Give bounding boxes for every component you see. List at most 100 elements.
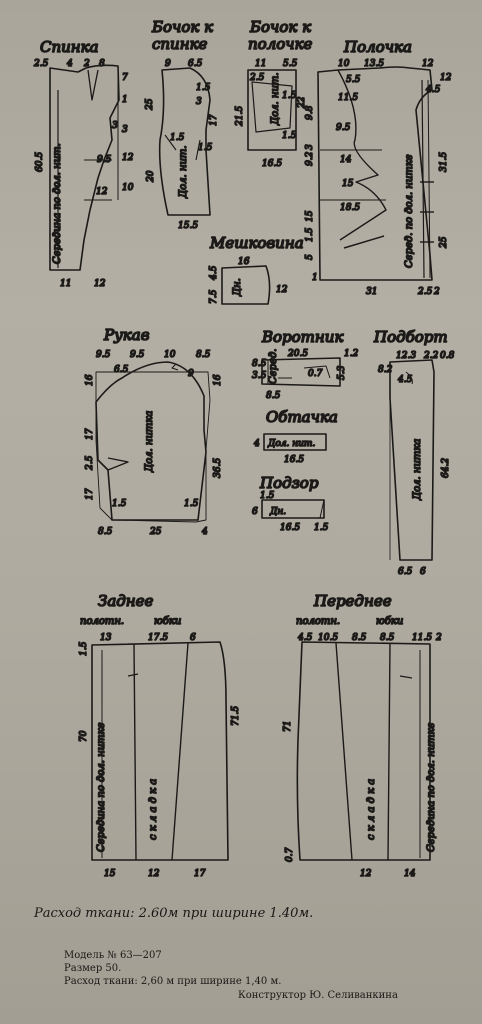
side-back-title-1: Бочок к bbox=[151, 18, 213, 36]
back-skirt-dim-1: 13 bbox=[100, 633, 112, 643]
back-skirt-dim-8: 12 bbox=[148, 869, 160, 879]
back-title: Спинка bbox=[40, 38, 99, 56]
binding-title: Обтачка bbox=[266, 408, 338, 426]
hem-dim-3: 16.5 bbox=[280, 523, 300, 533]
pocket-grain: Дн. bbox=[232, 278, 243, 297]
side-front-dim-2: 5.5 bbox=[283, 59, 298, 69]
sleeve-dim-13: 1.5 bbox=[112, 499, 127, 509]
binding-dim-1: 4 bbox=[253, 439, 260, 449]
collar-dim-4: 5.3 bbox=[337, 365, 347, 380]
side-front-dim-4: 2.5 bbox=[249, 73, 265, 83]
front-dim-21: 2 bbox=[433, 287, 440, 297]
front-piece bbox=[317, 66, 434, 281]
side-back-dim-6: 17 bbox=[209, 114, 219, 126]
front-dim-15: 1 bbox=[312, 273, 318, 283]
front-skirt-dim-2: 10.5 bbox=[318, 633, 338, 643]
front-skirt-dim-10: 14 bbox=[404, 869, 416, 879]
pocket-dim-1: 16 bbox=[238, 257, 250, 267]
sleeve-grain: Дол. нитка bbox=[144, 411, 155, 473]
back-dim-3: 2 bbox=[83, 59, 90, 69]
back-dim-8: 9.5 bbox=[97, 155, 112, 165]
sleeve-dim-1: 9.5 bbox=[96, 350, 111, 360]
facing-dim-5: 4.5 bbox=[397, 375, 413, 385]
back-dim-10: 11 bbox=[60, 279, 71, 289]
front-dim-6: 4.5 bbox=[425, 85, 441, 95]
back-skirt-dim-2: 17.5 bbox=[148, 633, 168, 643]
facing-dim-4: 8.2 bbox=[378, 365, 393, 375]
sleeve-dim-14: 1.5 bbox=[184, 499, 199, 509]
front-skirt-dim-4: 8.5 bbox=[380, 633, 395, 643]
side-front-piece bbox=[247, 69, 297, 151]
collar-dim-6: 0.7 bbox=[308, 369, 323, 379]
back-dim-5: 7 bbox=[122, 73, 128, 83]
hem-dim-1: 1.5 bbox=[260, 491, 275, 501]
front-dim-4: 5.5 bbox=[346, 75, 361, 85]
front-dim-11: 14 bbox=[340, 155, 352, 165]
side-back-dim-1: 9 bbox=[165, 59, 171, 69]
front-dim-3: 12 bbox=[422, 59, 434, 69]
back-skirt-title-2: полотн. bbox=[80, 616, 124, 627]
facing-dim-6: 64.2 bbox=[441, 458, 451, 478]
sleeve-dim-4: 8.5 bbox=[196, 350, 211, 360]
front-dim-17: 31.5 bbox=[439, 152, 449, 172]
sleeve-dim-7: 16 bbox=[85, 374, 95, 386]
back-dim-13: 3 bbox=[122, 125, 128, 135]
footer-designer: Конструктор Ю. Селиванкина bbox=[238, 990, 398, 1001]
side-back-dim-5: 1.5 bbox=[170, 133, 185, 143]
front-dim-13: 18.5 bbox=[340, 203, 360, 213]
back-piece bbox=[49, 64, 120, 271]
side-front-title-2: полочке bbox=[248, 35, 313, 53]
facing-dim-1: 12.3 bbox=[396, 351, 416, 361]
back-skirt-dim-3: 6 bbox=[190, 633, 196, 643]
side-front-dim-5: 1.5 bbox=[282, 91, 297, 101]
side-front-dim-7: 16.5 bbox=[262, 159, 282, 169]
back-dim-2: 4 bbox=[66, 59, 73, 69]
facing-piece bbox=[389, 359, 435, 561]
side-back-dim-10: 3 bbox=[196, 97, 202, 107]
pocket-dim-3: 7.5 bbox=[209, 289, 219, 304]
hem-grain: Дн. bbox=[269, 507, 286, 517]
back-dim-9: 12 bbox=[96, 187, 108, 197]
facing-dim-7: 6.5 bbox=[398, 567, 413, 577]
sleeve-dim-17: 4 bbox=[201, 527, 208, 537]
front-dim-5: 11.5 bbox=[338, 93, 358, 103]
back-skirt-dim-7: 15 bbox=[104, 869, 116, 879]
pocket-title: Мешковина bbox=[209, 234, 304, 252]
sleeve-dim-16: 25 bbox=[149, 527, 162, 537]
side-back-grain: Дол. нит. bbox=[178, 145, 189, 199]
collar-piece bbox=[261, 357, 341, 387]
back-dim-12: 1 bbox=[122, 95, 128, 105]
front-dim-20: 2.5 bbox=[417, 287, 433, 297]
front-skirt-title-2: полотн. bbox=[296, 616, 340, 627]
front-dim-14: 15 bbox=[305, 210, 315, 222]
back-dim-7: 3 bbox=[112, 121, 118, 131]
hem-dim-2: 6 bbox=[252, 507, 258, 517]
collar-dim-7: 8.5 bbox=[266, 391, 281, 401]
front-skirt-dim-1: 4.5 bbox=[297, 633, 313, 643]
collar-dim-1: 20.5 bbox=[287, 349, 308, 359]
back-dim-1: 2.5 bbox=[33, 59, 49, 69]
handwritten-fabric-note: Расход ткани: 2.60м при ширине 1.40м. bbox=[34, 906, 314, 921]
facing-dim-2: 2.2 bbox=[423, 351, 439, 361]
back-skirt-dim-9: 17 bbox=[194, 869, 206, 879]
collar-title: Воротник bbox=[261, 328, 343, 346]
back-dim-11: 12 bbox=[94, 279, 106, 289]
facing-dim-3: 0.8 bbox=[440, 351, 455, 361]
sleeve-piece bbox=[95, 361, 211, 523]
back-skirt-center: Середина по дол. нитке bbox=[96, 722, 107, 852]
back-dim-4: 8 bbox=[99, 59, 105, 69]
back-center-label: Середина по дол. нит. bbox=[52, 143, 63, 264]
front-dim-18: 25 bbox=[439, 236, 449, 249]
back-skirt-dim-6: 71.5 bbox=[231, 706, 241, 726]
sleeve-dim-10: 2.5 bbox=[85, 455, 95, 471]
hem-dim-4: 1.5 bbox=[314, 523, 329, 533]
front-skirt-dim-6: 2 bbox=[435, 633, 442, 643]
side-back-dim-8: 15.5 bbox=[178, 221, 198, 231]
front-center-label: Серед. по дол. нитке bbox=[404, 154, 415, 268]
facing-grain: Дол. нитка bbox=[412, 439, 423, 501]
sleeve-dim-5: 6.5 bbox=[114, 365, 129, 375]
side-back-piece bbox=[158, 67, 211, 216]
side-front-dim-6: 22 bbox=[297, 96, 307, 109]
pocket-dim-2: 4.5 bbox=[209, 265, 219, 281]
front-skirt-title-1: Переднее bbox=[313, 592, 392, 610]
